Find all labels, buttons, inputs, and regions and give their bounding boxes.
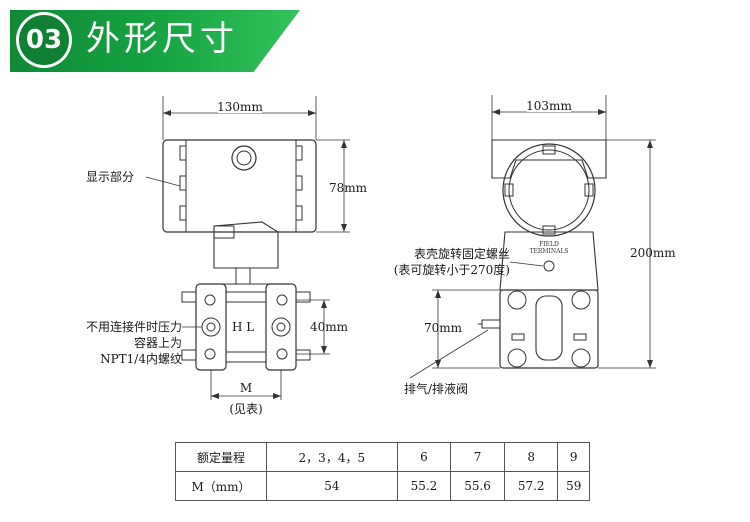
see-table-label: (见表) <box>229 402 262 416</box>
m-cell: 59 <box>557 471 590 501</box>
terminal-text-1: FIELD <box>539 241 559 248</box>
table-row: 额定量程 2，3，4，5 6 7 8 9 <box>175 442 590 472</box>
cover-note-line-1: 表壳旋转固定螺丝 <box>414 246 510 261</box>
right-cover-outer <box>502 143 596 237</box>
thread-note-line-1: 不用连接件时压力 <box>86 319 182 334</box>
terminal-text-2: TERMINALS <box>529 248 568 255</box>
range-cell: 2，3，4，5 <box>266 442 398 472</box>
right-flange-body <box>499 289 599 369</box>
spec-table: 额定量程 2，3，4，5 6 7 8 9 M（mm） 54 55.2 55.6 … <box>175 442 590 501</box>
left-height-label: 78mm <box>329 181 368 195</box>
cover-note-line-2: (表可旋转小于270度) <box>394 262 510 277</box>
right-electronics-body <box>499 231 599 291</box>
section-banner: 03 外形尺寸 <box>0 0 750 80</box>
range-cell: 8 <box>503 442 559 472</box>
range-cell: 6 <box>396 442 452 472</box>
table-row: M（mm） 54 55.2 55.6 57.2 59 <box>175 471 590 501</box>
right-top-housing <box>491 139 607 179</box>
right-lower-height-label: 70mm <box>424 321 463 335</box>
right-height-label: 200mm <box>630 246 676 260</box>
display-part-label: 显示部分 <box>86 169 134 184</box>
vent-label: 排气/排液阀 <box>404 381 468 396</box>
hl-label: H L <box>232 320 254 334</box>
range-header: 额定量程 <box>175 442 267 472</box>
left-neck <box>213 221 279 269</box>
vent-valve <box>481 319 501 329</box>
m-cell: 54 <box>266 471 398 501</box>
m-header: M（mm） <box>175 471 267 501</box>
dimension-drawing: 130mm 78mm 显示部分 <box>86 95 676 416</box>
range-cell: 9 <box>557 442 590 472</box>
right-width-label: 103mm <box>526 99 572 113</box>
left-view: 130mm 78mm 显示部分 <box>86 96 368 416</box>
range-cell: 7 <box>450 442 505 472</box>
m-label: M <box>240 381 252 395</box>
bottom-dim-label: 40mm <box>310 320 349 334</box>
m-cell: 55.2 <box>396 471 452 501</box>
m-cell: 57.2 <box>503 471 559 501</box>
thread-note-line-3: NPT1/4内螺纹 <box>100 352 182 366</box>
cover-lock-screw <box>543 260 555 272</box>
section-title: 外形尺寸 <box>86 19 238 59</box>
cable-entry <box>231 145 257 171</box>
thread-note-line-2: 容器上为 <box>134 335 182 350</box>
left-width-label: 130mm <box>217 100 263 114</box>
m-cell: 55.6 <box>450 471 505 501</box>
section-number-badge: 03 <box>19 15 69 65</box>
left-flange-l <box>265 283 297 371</box>
right-view: 103mm FIELD TERMINALS 表壳旋转固定螺丝 (表可旋转小于27… <box>394 95 676 396</box>
